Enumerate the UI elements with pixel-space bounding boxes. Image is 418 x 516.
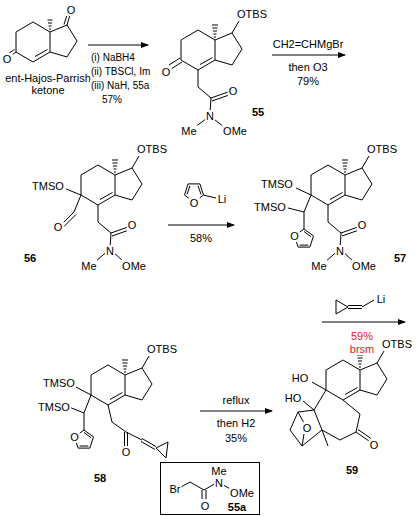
atom-label: HO: [291, 372, 310, 384]
yield-text: 35%: [224, 432, 248, 444]
atom-label: O: [369, 439, 380, 451]
atom-label: Me: [180, 125, 197, 137]
yield-text: 79%: [296, 75, 320, 87]
reagent-text: (i) NaBH4: [90, 52, 136, 64]
compound-number: 57: [393, 252, 407, 264]
compound-number: 56: [23, 252, 37, 264]
atom-label: OMe: [121, 260, 147, 272]
atom-label: OMe: [351, 260, 377, 272]
atom-label: OTBS: [146, 343, 178, 355]
atom-label: OTBS: [236, 8, 268, 20]
atom-label: TMSO: [37, 401, 71, 413]
reagent-text: (iii) NaH, 55a: [90, 80, 150, 92]
atom-label: TMSO: [31, 180, 65, 192]
atom-label: O: [121, 446, 132, 458]
atom-label: TMSO: [260, 178, 294, 190]
atom-label: O: [2, 53, 13, 65]
atom-label: O: [289, 230, 300, 242]
atom-label: Me: [80, 260, 97, 272]
yield-text: 59%: [350, 330, 374, 342]
compound-number: 55a: [227, 501, 247, 513]
atom-label: O: [127, 219, 138, 231]
atom-label: HO: [284, 392, 303, 404]
reagent-text: then O3: [287, 61, 328, 73]
atom-label: O: [357, 219, 368, 231]
atom-label: N: [205, 110, 215, 122]
reagent-text: CH2=CHMgBr: [272, 38, 345, 50]
atom-label: TMSO: [253, 201, 287, 213]
yield-text: 58%: [189, 232, 213, 244]
atom-label: Li: [217, 193, 228, 205]
yield-text: 57%: [101, 94, 123, 106]
reagent-text: (ii) TBSCl, Im: [90, 66, 151, 78]
reagent-text: reflux: [222, 394, 251, 406]
atom-label: O: [189, 197, 200, 209]
yield-text: brsm: [349, 343, 375, 355]
atom-label: Me: [310, 260, 327, 272]
atom-label: O: [66, 4, 77, 16]
atom-label: OMe: [229, 487, 255, 499]
reagent-box: BrONMeOMe 55a: [160, 462, 260, 515]
atom-label: O: [53, 221, 64, 233]
atom-label: O: [200, 500, 211, 512]
atom-label: N: [105, 245, 115, 257]
compound-name: ent-Hajos-Parrish ketone: [0, 72, 96, 96]
compound-number: 58: [93, 472, 107, 484]
compound-number: 55: [251, 106, 265, 118]
atom-label: O: [228, 85, 239, 97]
atom-label: OTBS: [136, 143, 168, 155]
atom-label: Li: [376, 293, 387, 305]
atom-label: Me: [210, 465, 227, 477]
atom-label: OTBS: [366, 143, 398, 155]
reagent-text: then H2: [216, 417, 257, 429]
atom-label: O: [161, 66, 172, 78]
atom-label: N: [214, 477, 224, 489]
atom-label: N: [335, 245, 345, 257]
atom-label: TMSO: [42, 377, 76, 389]
atom-label: Br: [169, 483, 182, 495]
atom-label: O: [69, 431, 80, 443]
compound-number: 59: [345, 464, 359, 476]
atom-label: OTBS: [381, 338, 413, 350]
atom-label: OMe: [222, 125, 248, 137]
atom-label: O: [302, 422, 313, 434]
